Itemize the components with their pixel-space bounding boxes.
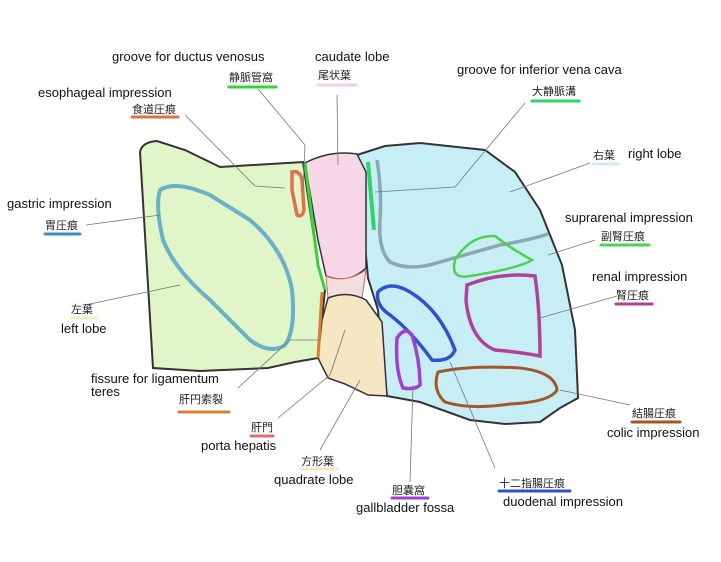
left-lobe-shape	[138, 139, 327, 373]
label-gastric-en: gastric impression	[7, 196, 112, 211]
ivc-groove	[366, 161, 376, 231]
label-suprarenal-en: suprarenal impression	[565, 210, 693, 225]
quadrate-lobe-shape	[317, 293, 388, 397]
label-renal-en: renal impression	[592, 269, 687, 284]
label-quadrate-en: quadrate lobe	[274, 472, 354, 487]
label-gallbladder-en: gallbladder fossa	[356, 500, 455, 515]
label-duodenal-en: duodenal impression	[503, 494, 623, 509]
leader-lines	[84, 88, 631, 483]
label-right-lobe-jp: 右葉	[593, 148, 615, 162]
label-quadrate-jp: 方形葉	[301, 454, 334, 468]
label-renal-jp: 腎圧痕	[616, 288, 649, 302]
label-colic-en: colic impression	[607, 425, 699, 440]
label-gastric-jp: 胃圧痕	[45, 218, 78, 232]
label-esophageal-jp: 食道圧痕	[132, 102, 176, 116]
ivc-outline	[375, 159, 549, 269]
label-esophageal-en: esophageal impression	[38, 85, 172, 100]
label-ductus-venosus-jp: 静脈管窩	[229, 70, 273, 84]
suprarenal-impression	[452, 234, 535, 278]
label-lig-teres-jp: 肝円索裂	[179, 392, 223, 406]
label-right-lobe-en: right lobe	[628, 146, 681, 161]
renal-impression	[464, 273, 542, 359]
label-caudate-en: caudate lobe	[315, 49, 389, 64]
label-gallbladder-jp: 胆嚢窩	[392, 483, 425, 497]
colic-impression	[434, 365, 559, 409]
lig-teres-fissure	[316, 291, 324, 359]
label-left-lobe-jp: 左葉	[71, 302, 93, 316]
label-ivc-en: groove for inferior vena cava	[457, 62, 623, 77]
label-left-lobe-en: left lobe	[61, 321, 107, 336]
label-suprarenal-jp: 副腎圧痕	[601, 229, 645, 243]
ductus-venosus-groove	[303, 162, 327, 291]
label-ivc-jp: 大静脈溝	[532, 84, 576, 98]
label-lig-teres-en1: fissure for ligamentum	[91, 371, 219, 386]
label-porta-en: porta hepatis	[201, 438, 277, 453]
esophageal-impression	[290, 169, 306, 218]
gallbladder-fossa	[394, 329, 422, 391]
label-ductus-venosus-en: groove for ductus venosus	[112, 49, 265, 64]
label-duodenal-jp: 十二指腸圧痕	[499, 476, 565, 490]
label-porta-jp: 肝門	[251, 421, 273, 434]
label-lig-teres-en2: teres	[91, 384, 120, 399]
label-colic-jp: 結腸圧痕	[632, 406, 676, 420]
duodenal-impression	[375, 284, 457, 363]
label-caudate-jp: 尾状葉	[318, 68, 351, 82]
